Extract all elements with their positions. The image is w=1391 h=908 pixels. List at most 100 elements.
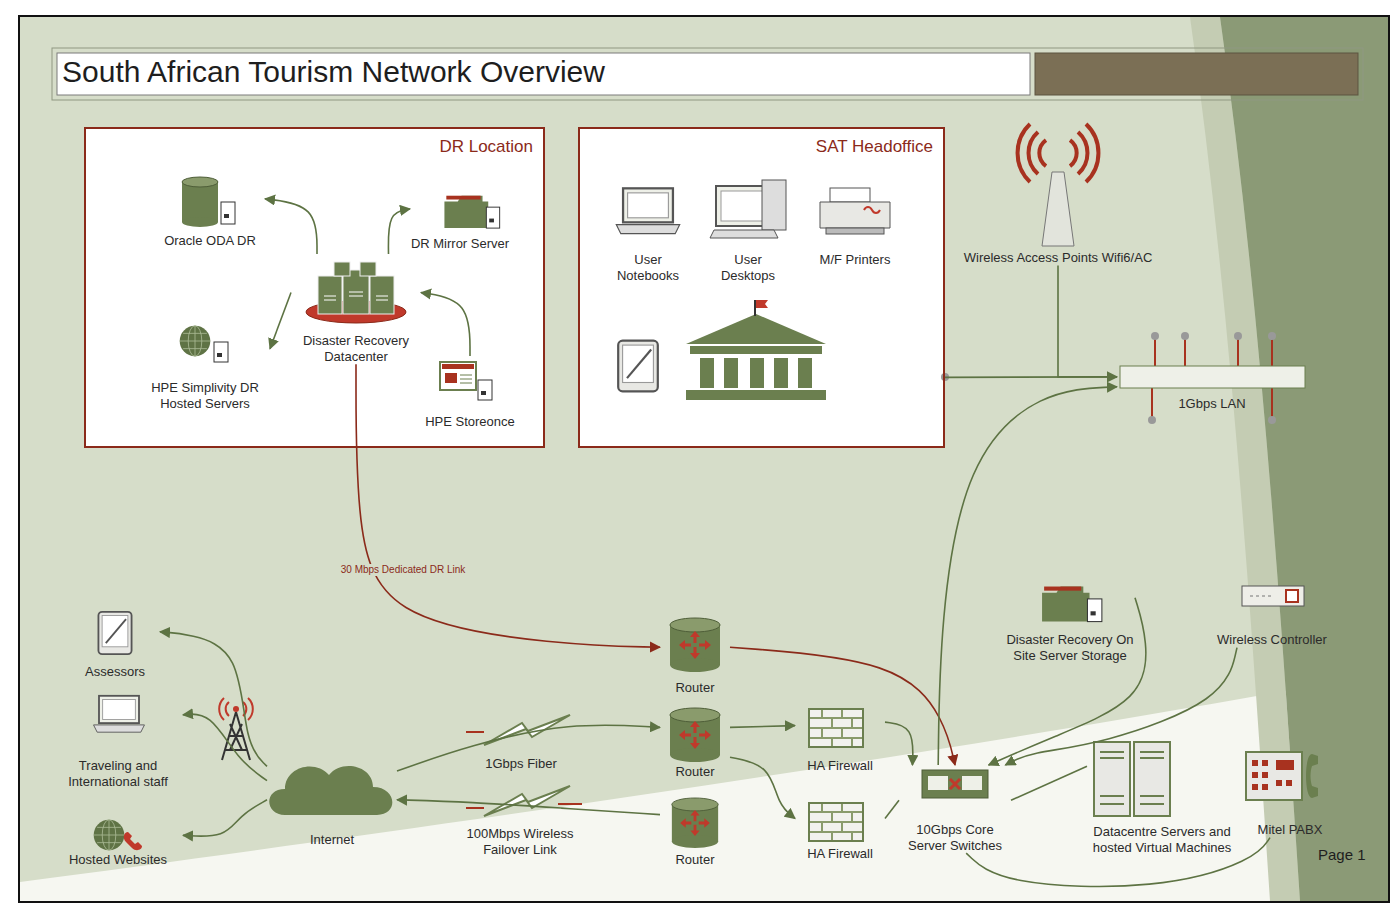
- firewall-icon: [809, 803, 863, 841]
- node-label: Wireless Controller: [1202, 632, 1342, 648]
- storeonce-icon: [445, 373, 457, 383]
- desktop-icon: [762, 180, 786, 230]
- device-node: M/F Printers: [807, 186, 903, 268]
- node-label: HPE Simplivity DR Hosted Servers: [140, 380, 270, 411]
- wireless-bolt: [484, 786, 570, 816]
- website-icon: [124, 832, 142, 850]
- oracle-icon: [182, 177, 218, 187]
- oracle-icon: [224, 214, 229, 218]
- fiber-bolt: [484, 715, 570, 745]
- device-node: Router: [660, 705, 730, 780]
- storeonce-icon: [440, 362, 492, 400]
- server-rack-icon: [1094, 742, 1170, 816]
- network-link: [1011, 766, 1087, 800]
- node-label: M/F Printers: [807, 252, 903, 268]
- device-node: 10Gbps Core Server Switches: [899, 765, 1011, 853]
- switch-icon: [922, 770, 988, 798]
- desktop-icon: [710, 230, 778, 238]
- node-label: User Notebooks: [606, 252, 690, 283]
- lan-bar: [941, 332, 1305, 424]
- device-node: Oracle ODA DR: [155, 172, 265, 249]
- storeonce-icon: [442, 364, 474, 369]
- access-point-icon: [1018, 124, 1099, 182]
- network-link: [885, 800, 899, 818]
- white-swoosh: [20, 690, 1290, 901]
- printer-icon: [826, 228, 884, 234]
- page-title: South African Tourism Network Overview: [62, 55, 605, 89]
- storeonce-icon: [440, 362, 476, 390]
- switch-icon: [962, 776, 982, 790]
- website-icon: [94, 820, 125, 851]
- cell-tower-icon: [233, 706, 239, 712]
- router-icon: [670, 708, 720, 762]
- network-link: [388, 209, 410, 254]
- page-number: Page 1: [1318, 846, 1366, 863]
- panel-heading: SAT Headoffice: [580, 129, 943, 157]
- network-link: [938, 387, 1117, 765]
- device-node: Hosted Websites: [53, 818, 183, 868]
- building-icon: [754, 300, 756, 316]
- device-node: User Notebooks: [606, 180, 690, 283]
- oracle-icon: [182, 177, 235, 227]
- network-link: [183, 800, 267, 836]
- group-panel: DR LocationOracle ODA DRDR Mirror Server…: [84, 127, 545, 448]
- node-label: User Desktops: [706, 252, 790, 283]
- network-link: [356, 364, 660, 647]
- node-label: HA Firewall: [795, 758, 885, 774]
- network-link: [730, 757, 795, 818]
- tablet-icon: [618, 341, 658, 392]
- node-label: Assessors: [70, 664, 160, 680]
- oracle-icon: [182, 182, 218, 222]
- network-link: [421, 293, 470, 356]
- device-node: Disaster Recovery On Site Server Storage: [1005, 576, 1135, 663]
- pabx-icon: [1246, 752, 1318, 800]
- lan-bar: [1268, 332, 1276, 340]
- laptop-icon: [94, 696, 145, 732]
- node-label: Hosted Websites: [53, 852, 183, 868]
- dark-band: [1220, 17, 1388, 901]
- pabx-icon: [1306, 754, 1318, 798]
- building-icon: [756, 300, 768, 308]
- network-link: [160, 632, 267, 767]
- node-label: HA Firewall: [795, 846, 885, 862]
- node-label: Wireless Access Points Wifi6/AC: [943, 250, 1173, 266]
- firewall-icon: [809, 709, 863, 747]
- device-node: Assessors: [70, 606, 160, 680]
- slide-ground: [19, 16, 1389, 902]
- device-node: DR Mirror Server: [410, 186, 510, 252]
- network-link: [265, 199, 317, 254]
- device-node: HA Firewall: [795, 705, 885, 774]
- storeonce-icon: [478, 380, 492, 400]
- lan-bar: [1234, 332, 1242, 340]
- storeonce-icon: [481, 391, 486, 395]
- lan-bar: [1181, 332, 1189, 340]
- datacenter-icon: [360, 262, 376, 276]
- network-link: [1005, 648, 1237, 765]
- device-node: HPE Simplivity DR Hosted Servers: [140, 322, 270, 411]
- simplivity-icon: [180, 326, 228, 362]
- pabx-icon: [1252, 760, 1294, 790]
- building-icon: [686, 300, 826, 400]
- node-label: 1Gbps LAN: [1117, 396, 1307, 412]
- assessor-icon: [98, 612, 131, 654]
- network-link: [270, 293, 291, 349]
- node-label: 10Gbps Core Server Switches: [899, 822, 1011, 853]
- title-box: [57, 53, 1030, 95]
- device-node: Router: [660, 615, 730, 696]
- oracle-icon: [221, 202, 235, 224]
- link-label: 1Gbps Fiber: [483, 756, 559, 772]
- device-node: HA Firewall: [795, 800, 885, 862]
- device-node: Wireless Access Points Wifi6/AC: [943, 140, 1173, 266]
- switch-icon: [950, 779, 960, 789]
- node-label: Router: [660, 764, 730, 780]
- dr-panel-ground: [84, 127, 545, 448]
- printer-icon: [864, 207, 880, 213]
- building-icon: [700, 358, 714, 388]
- controller-icon: [1286, 590, 1298, 602]
- device-node: Disaster Recovery Datacenter: [291, 254, 421, 364]
- title-accent: [1035, 53, 1358, 95]
- desktop-icon: [710, 180, 786, 238]
- printer-icon: [830, 188, 870, 202]
- oracle-icon: [182, 217, 218, 227]
- network-link: [885, 722, 913, 765]
